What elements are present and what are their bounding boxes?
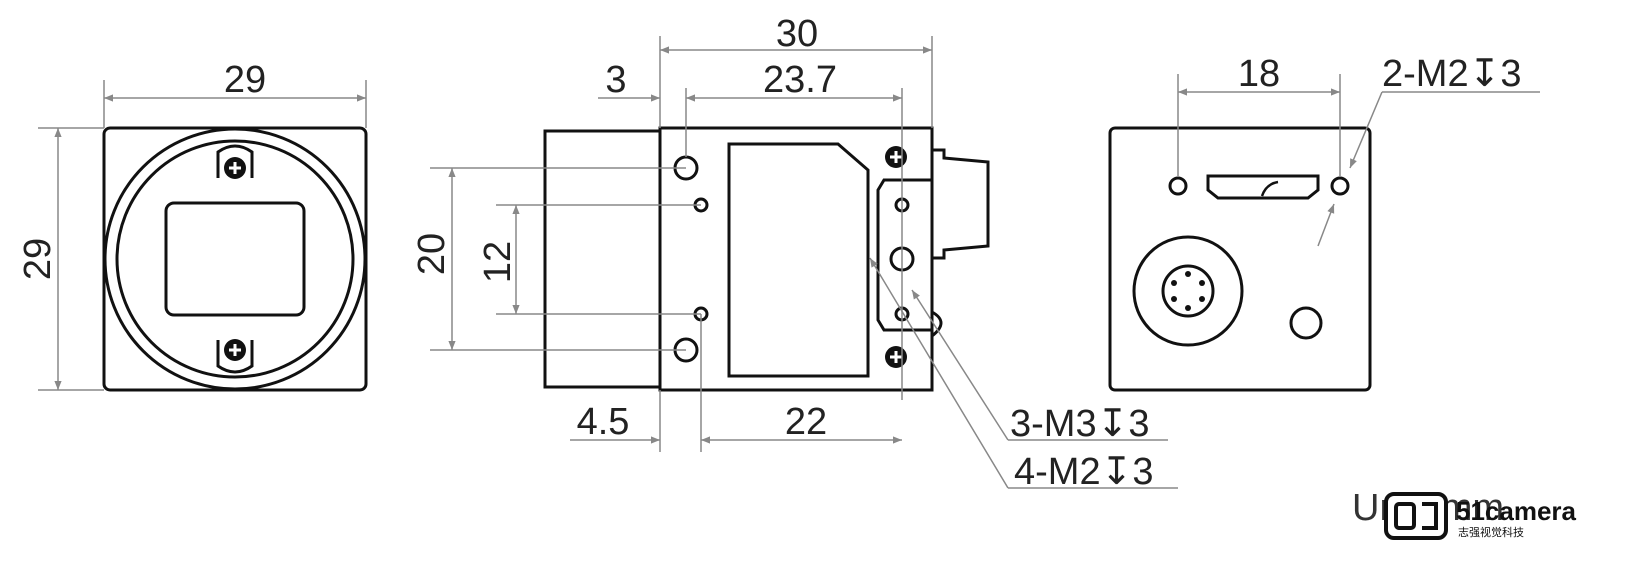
rear-body-outline [1108,126,1372,392]
side-recess [876,178,932,332]
usb-port [1206,174,1320,200]
front-height-label: 29 [17,238,59,280]
side-hole-spacing-large-label: 20 [411,233,453,275]
rear-hole-left [1168,176,1188,196]
front-width-label: 29 [224,59,266,101]
io-connector-inner [1161,264,1215,318]
rear-callout-leader [1349,91,1383,169]
side-length-label: 30 [776,13,818,55]
callout-m3-label: 3-M3↧3 [1010,403,1150,445]
lens-mount-outline [543,129,662,389]
io-connector-pins [1171,271,1205,311]
connector [932,148,990,260]
front-view: 29 29 [17,59,368,392]
side-offset-label: 4.5 [577,401,630,443]
callout-m2-label: 4-M2↧3 [1014,451,1154,493]
bottom-screw-tab [216,340,254,374]
top-screw-tab [216,144,254,178]
side-view: 30 23.7 3 20 12 4.5 22 3-M3↧3 4-M2↧3 [411,13,1178,493]
logo-tagline-text: 志强视觉科技 [1458,525,1524,539]
lens-ring-outer [103,127,367,391]
side-flange-label: 3 [605,59,626,101]
sensor-window [164,201,306,317]
rear-view: 18 2-M2↧3 [1108,53,1540,392]
label-plate [727,142,870,378]
rear-hole-spacing-label: 18 [1238,53,1280,95]
rear-hole-right [1330,176,1350,196]
io-connector-outer [1132,235,1244,347]
status-led [1289,306,1323,340]
side-hole-spacing-small-label: 12 [477,241,519,283]
callout-m3-leader [911,289,1009,441]
side-body-label: 23.7 [763,59,837,101]
lens-ring-inner [115,139,355,379]
logo-brand-text: 51camera [1456,496,1577,526]
brand-logo: 51camera 志强视觉科技 [1384,492,1577,540]
callout-m2-leader [869,257,1009,489]
side-hole-span-label: 22 [785,401,827,443]
rear-callout-label: 2-M2↧3 [1382,53,1522,95]
